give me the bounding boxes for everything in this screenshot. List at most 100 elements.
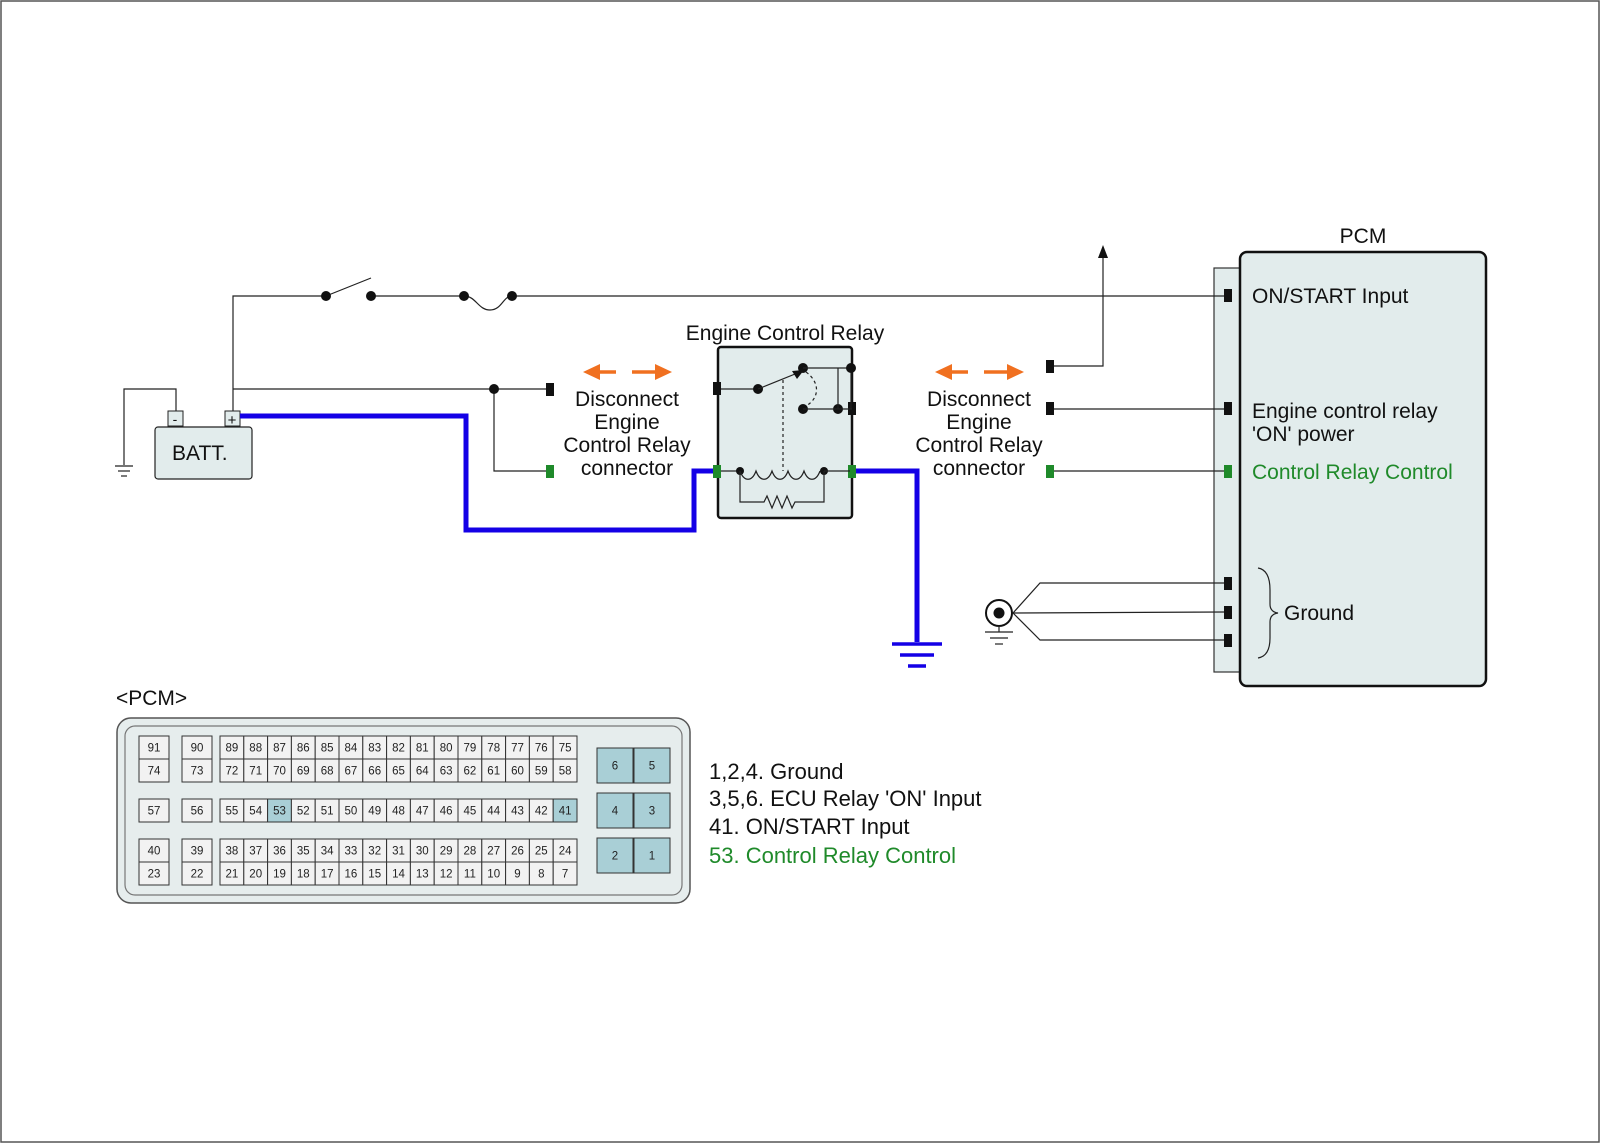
right-connector-terminal-1 — [1046, 360, 1054, 373]
connector-pin-2-label: 2 — [612, 851, 618, 863]
connector-pin-69-label: 69 — [297, 766, 310, 778]
connector-pin-78-label: 78 — [487, 743, 500, 755]
connector-pin-5-label: 5 — [649, 761, 655, 773]
connector-pin-33-label: 33 — [345, 846, 358, 858]
connector-pin-37-label: 37 — [249, 846, 262, 858]
connector-pin-8-label: 8 — [538, 869, 544, 881]
pcm-title: PCM — [1340, 225, 1387, 248]
svg-text:Engine: Engine — [594, 411, 659, 434]
connector-pin-6 — [596, 747, 634, 784]
legend-line-1: 1,2,4. Ground — [709, 759, 844, 784]
connector-pin-77-label: 77 — [511, 743, 524, 755]
connector-pin-40-label: 40 — [148, 846, 161, 858]
connector-pin-72-label: 72 — [226, 766, 239, 778]
connector-pin-80-label: 80 — [440, 743, 453, 755]
pcm-on-start-label: ON/START Input — [1252, 285, 1409, 308]
battery-ground-symbol — [115, 388, 177, 477]
connector-pin-66-label: 66 — [368, 766, 381, 778]
connector-pin-57-label: 57 — [148, 806, 161, 818]
svg-text:Disconnect: Disconnect — [927, 388, 1031, 411]
connector-pin-13-label: 13 — [416, 869, 429, 881]
connector-pin-76-label: 76 — [535, 743, 548, 755]
connector-pin-4-label: 4 — [612, 806, 619, 818]
connector-pin-74 — [138, 758, 170, 783]
connector-pin-41 — [552, 798, 578, 823]
pin-legend: 1,2,4. Ground 3,5,6. ECU Relay 'ON' Inpu… — [709, 759, 982, 868]
legend-line-4: 53. Control Relay Control — [709, 843, 956, 868]
connector-pin-2 — [596, 837, 634, 874]
connector-pin-57 — [138, 798, 170, 823]
connector-pin-16-label: 16 — [345, 869, 358, 881]
connector-pin-21-label: 21 — [226, 869, 239, 881]
svg-text:connector: connector — [933, 457, 1025, 480]
connector-pin-54-label: 54 — [249, 806, 262, 818]
connector-pin-5 — [633, 747, 671, 784]
svg-text:Engine: Engine — [946, 411, 1011, 434]
connector-pin-59-label: 59 — [535, 766, 548, 778]
connector-pin-18-label: 18 — [297, 869, 310, 881]
chassis-ground-symbol — [985, 599, 1013, 645]
pcm-relay-control-label: Control Relay Control — [1252, 461, 1453, 484]
connector-pin-15-label: 15 — [368, 869, 381, 881]
connector-pin-85-label: 85 — [321, 743, 334, 755]
disconnect-label-left: Disconnect Engine Control Relay connecto… — [563, 388, 691, 480]
thin-wiring — [232, 245, 1225, 641]
battery-label: BATT. — [172, 442, 228, 465]
connector-pin-46-label: 46 — [440, 806, 453, 818]
connector-pin-58-label: 58 — [559, 766, 572, 778]
connector-pin-32-label: 32 — [368, 846, 381, 858]
connector-pin-25-label: 25 — [535, 846, 548, 858]
connector-pin-51-label: 51 — [321, 806, 334, 818]
connector-pin-58 — [552, 758, 578, 783]
connector-pin-22 — [181, 861, 213, 886]
connector-pin-1-label: 1 — [649, 851, 655, 863]
battery-minus: - — [173, 411, 178, 427]
connector-pin-63-label: 63 — [440, 766, 453, 778]
connector-pin-12-label: 12 — [440, 869, 453, 881]
connector-pin-10-label: 10 — [487, 869, 500, 881]
connector-pin-68-label: 68 — [321, 766, 334, 778]
connector-pin-75-label: 75 — [559, 743, 572, 755]
pcm-relay-power-label-1: Engine control relay — [1252, 400, 1438, 423]
connector-pin-28-label: 28 — [464, 846, 477, 858]
connector-pin-82-label: 82 — [392, 743, 405, 755]
connector-pin-86-label: 86 — [297, 743, 310, 755]
connector-pin-38-label: 38 — [226, 846, 239, 858]
connector-pin-30-label: 30 — [416, 846, 429, 858]
connector-pin-48-label: 48 — [392, 806, 405, 818]
connector-pin-73 — [181, 758, 213, 783]
connector-pin-6-label: 6 — [612, 761, 618, 773]
pcm-relay-power-label-2: 'ON' power — [1252, 423, 1355, 446]
connector-pin-70-label: 70 — [273, 766, 286, 778]
left-connector-terminal-2 — [546, 465, 554, 478]
connector-pin-41-label: 41 — [559, 806, 572, 818]
connector-pin-3-label: 3 — [649, 806, 655, 818]
svg-text:Control Relay: Control Relay — [915, 434, 1043, 457]
connector-pin-36-label: 36 — [273, 846, 286, 858]
disconnect-arrows-left — [583, 364, 672, 380]
connector-pin-83-label: 83 — [368, 743, 381, 755]
connector-title: <PCM> — [116, 687, 187, 710]
right-connector-terminal-3 — [1046, 465, 1054, 478]
connector-pin-67-label: 67 — [345, 766, 358, 778]
connector-pin-26-label: 26 — [511, 846, 524, 858]
connector-pin-71-label: 71 — [249, 766, 262, 778]
connector-pin-3 — [633, 792, 671, 829]
disconnect-arrows-right — [935, 364, 1024, 380]
connector-pin-34-label: 34 — [321, 846, 334, 858]
connector-pin-56 — [181, 798, 213, 823]
connector-pin-87-label: 87 — [273, 743, 286, 755]
connector-pin-4 — [596, 792, 634, 829]
connector-pin-43-label: 43 — [511, 806, 524, 818]
connector-pin-60-label: 60 — [511, 766, 524, 778]
svg-text:connector: connector — [581, 457, 673, 480]
connector-pin-7-label: 7 — [562, 869, 568, 881]
connector-pin-29-label: 29 — [440, 846, 453, 858]
pcm-ground-label: Ground — [1284, 602, 1354, 625]
legend-line-2: 3,5,6. ECU Relay 'ON' Input — [709, 786, 982, 811]
pcm-module: PCM ON/START Input Engine control relay … — [1213, 225, 1488, 688]
connector-pin-22-label: 22 — [191, 869, 204, 881]
left-connector-terminal-1 — [546, 383, 554, 396]
